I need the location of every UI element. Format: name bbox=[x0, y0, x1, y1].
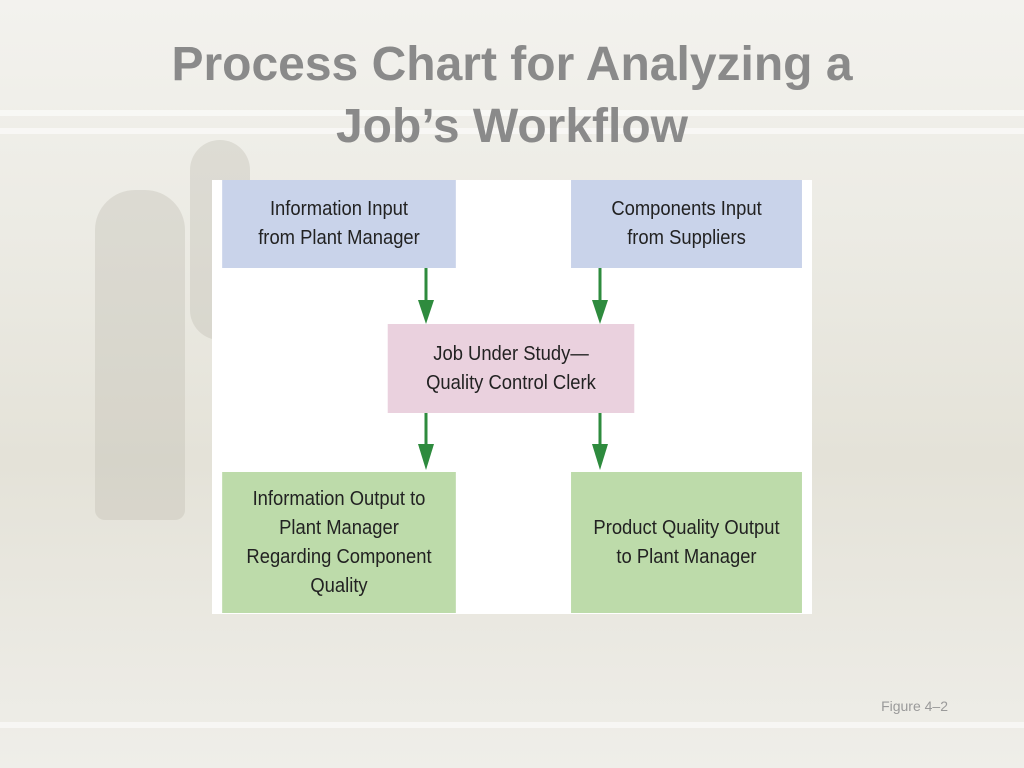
process-chart: Information Input from Plant Manager Com… bbox=[212, 180, 812, 614]
arrow-down bbox=[418, 413, 434, 470]
job-under-study-box: Job Under Study— Quality Control Clerk bbox=[387, 324, 635, 413]
background-band bbox=[0, 110, 1024, 116]
arrow-down bbox=[592, 268, 608, 324]
slide-title: Process Chart for Analyzing a Job’s Work… bbox=[171, 38, 853, 153]
background-band bbox=[0, 128, 1024, 134]
information-input-box: Information Input from Plant Manager bbox=[222, 180, 456, 268]
product-quality-output-box: Product Quality Output to Plant Manager bbox=[571, 472, 802, 613]
background-band bbox=[0, 722, 1024, 728]
information-output-box: Information Output to Plant Manager Rega… bbox=[222, 472, 456, 613]
background-figure bbox=[95, 190, 185, 520]
components-input-box: Components Input from Suppliers bbox=[571, 180, 802, 268]
arrow-down bbox=[418, 268, 434, 324]
figure-label: Figure 4–2 bbox=[881, 698, 948, 714]
arrow-down bbox=[592, 413, 608, 470]
